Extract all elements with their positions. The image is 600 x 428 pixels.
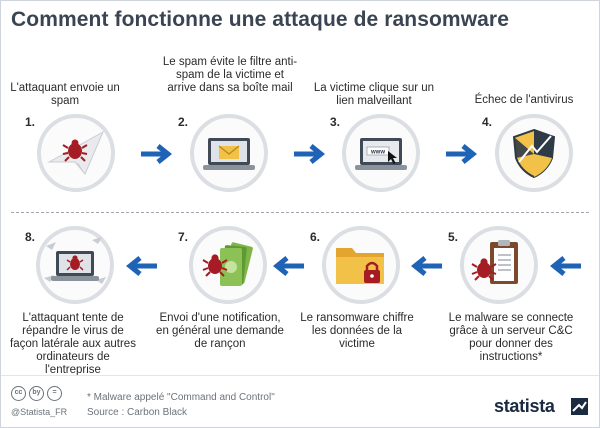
spam-paper-plane-icon bbox=[47, 130, 105, 175]
step-2-circle bbox=[190, 114, 268, 192]
locked-folder-icon bbox=[336, 248, 384, 284]
malware-clipboard-icon bbox=[471, 240, 518, 284]
footer-separator bbox=[1, 375, 599, 376]
step-6-circle bbox=[322, 226, 400, 304]
step-7-text: Envoi d'une notification, en général une… bbox=[156, 312, 284, 350]
step-1-circle bbox=[37, 114, 115, 192]
nd-license-icon[interactable]: = bbox=[47, 386, 62, 401]
step-7-circle bbox=[189, 226, 267, 304]
step-5-number: 5. bbox=[448, 230, 459, 244]
arrow-right-icon bbox=[446, 144, 478, 164]
step-5-circle bbox=[460, 226, 538, 304]
step-3-text: La victime clique sur un lien malveillan… bbox=[313, 82, 435, 107]
row-divider bbox=[11, 212, 589, 213]
step-1-number: 1. bbox=[25, 115, 36, 129]
cc-license-icon[interactable]: cc bbox=[11, 386, 26, 401]
step-6-number: 6. bbox=[310, 230, 321, 244]
arrow-right-icon bbox=[294, 144, 326, 164]
step-4-circle bbox=[495, 114, 573, 192]
step-3-circle: www bbox=[342, 114, 420, 192]
step-8-circle bbox=[36, 226, 114, 304]
infected-network-icon bbox=[44, 237, 106, 284]
statista-logo-icon bbox=[571, 398, 588, 415]
step-2-number: 2. bbox=[178, 115, 189, 129]
step-8-number: 8. bbox=[25, 230, 36, 244]
ransom-money-icon bbox=[202, 242, 253, 286]
page-title: Comment fonctionne une attaque de ransom… bbox=[11, 8, 509, 31]
step-7-number: 7. bbox=[178, 230, 189, 244]
step-5-text: Le malware se connecte grâce à un serveu… bbox=[448, 312, 574, 363]
arrow-left-icon bbox=[549, 256, 581, 276]
step-4-number: 4. bbox=[482, 115, 493, 129]
svg-text:www: www bbox=[370, 150, 385, 156]
antivirus-shield-icon bbox=[512, 128, 556, 179]
laptop-email-icon bbox=[203, 138, 255, 170]
step-8-text: L'attaquant tente de répandre le virus d… bbox=[10, 312, 136, 376]
step-1-text: L'attaquant envoie un spam bbox=[10, 82, 120, 107]
step-2-text: Le spam évite le filtre anti-spam de la … bbox=[162, 56, 298, 94]
arrow-right-icon bbox=[141, 144, 173, 164]
arrow-left-icon bbox=[125, 256, 157, 276]
step-6-text: Le ransomware chiffre les données de la … bbox=[300, 312, 414, 350]
laptop-www-link-icon: www bbox=[355, 138, 407, 170]
footnote: * Malware appelé "Command and Control" bbox=[87, 392, 275, 403]
arrow-left-icon bbox=[272, 256, 304, 276]
step-4-text: Échec de l'antivirus bbox=[474, 94, 574, 106]
arrow-left-icon bbox=[410, 256, 442, 276]
statista-logo[interactable]: statista bbox=[494, 396, 555, 416]
source-note: Source : Carbon Black bbox=[87, 407, 188, 418]
twitter-handle[interactable]: @Statista_FR bbox=[11, 407, 68, 417]
step-3-number: 3. bbox=[330, 115, 341, 129]
by-license-icon[interactable]: by bbox=[29, 386, 44, 401]
